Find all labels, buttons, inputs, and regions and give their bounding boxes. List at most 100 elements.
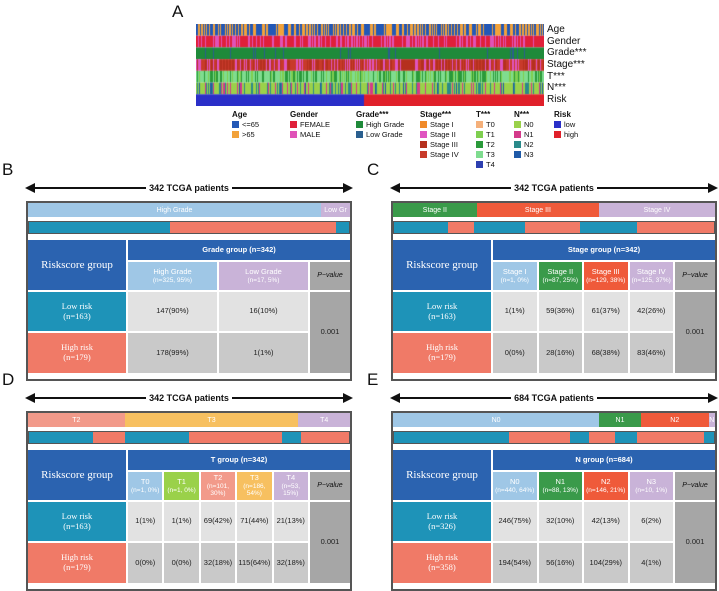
legend-item: FEMALE bbox=[290, 119, 348, 129]
span-title: 684 TCGA patients bbox=[390, 391, 718, 405]
high-risk-label: High risk(n=179) bbox=[28, 333, 126, 373]
legend-swatch bbox=[356, 130, 363, 138]
high-risk-cell: 68(38%) bbox=[584, 333, 628, 373]
legend-label: low bbox=[564, 119, 576, 129]
group-col-header: Stage I(n=1, 0%) bbox=[493, 262, 537, 290]
group-col-header: Stage IV(n=125, 37%) bbox=[629, 262, 673, 290]
high-risk-count: (n=358) bbox=[428, 562, 456, 572]
p-value: 0.001 bbox=[310, 292, 350, 373]
group-bar-segment: N1 bbox=[599, 413, 641, 427]
legend-item: N1 bbox=[514, 129, 546, 139]
group-name: Stage II bbox=[547, 266, 574, 276]
group-bar-segment: N0 bbox=[393, 413, 600, 427]
group-name: T4 bbox=[286, 473, 296, 483]
low-risk-label: Low risk(n=163) bbox=[28, 292, 126, 331]
legend-label: high bbox=[564, 129, 579, 139]
panel-a-letter: A bbox=[172, 2, 184, 21]
legend-item: Low Grade bbox=[356, 129, 412, 139]
legend-label: N0 bbox=[524, 119, 534, 129]
legend-item: <=65 bbox=[232, 119, 282, 129]
span-title: 342 TCGA patients bbox=[390, 181, 718, 195]
risk-bar-segment bbox=[448, 222, 474, 233]
group-count: (n=146, 21%) bbox=[586, 486, 626, 494]
risk-bar-segment bbox=[394, 222, 449, 233]
low-risk-cell: 32(10%) bbox=[538, 502, 582, 541]
low-risk-name: Low risk bbox=[426, 510, 458, 521]
risk-header: Riskscore group bbox=[393, 240, 491, 290]
risk-bar-segment bbox=[281, 432, 301, 443]
group-name: N2 bbox=[600, 476, 611, 486]
risk-bar-segment bbox=[509, 432, 570, 443]
risk-bar-segment bbox=[300, 432, 349, 443]
legend-swatch bbox=[514, 130, 521, 138]
group-name: T2 bbox=[213, 473, 223, 483]
legend-item: T3 bbox=[476, 149, 506, 159]
risk-header: Riskscore group bbox=[28, 450, 126, 500]
p-value: 0.001 bbox=[675, 292, 715, 373]
risk-bar-segment bbox=[189, 432, 282, 443]
legend-swatch bbox=[554, 120, 561, 128]
panel-frame bbox=[26, 201, 352, 381]
legend-item: low bbox=[554, 119, 584, 129]
legend-label: N3 bbox=[524, 149, 534, 159]
high-risk-cell: 0(0%) bbox=[128, 543, 163, 583]
group-bar-segment: T2 bbox=[28, 413, 125, 427]
risk-bar-segment bbox=[614, 432, 638, 443]
risk-bar-segment bbox=[394, 432, 510, 443]
legend-swatch bbox=[476, 140, 483, 148]
panel-letter: E bbox=[367, 370, 379, 389]
legend-item: Stage I bbox=[420, 119, 468, 129]
low-risk-count: (n=326) bbox=[428, 520, 456, 531]
risk-bar-segment bbox=[525, 222, 580, 233]
p-value-header: P−value bbox=[675, 472, 715, 500]
legend-item: Stage III bbox=[420, 139, 468, 149]
group-col-header: T1(n=1, 0%) bbox=[164, 472, 199, 500]
low-risk-label: Low risk(n=163) bbox=[393, 292, 491, 331]
span-title-text: 342 TCGA patients bbox=[511, 183, 597, 193]
low-risk-cell: 6(2%) bbox=[629, 502, 673, 541]
legend-swatch bbox=[554, 130, 561, 138]
risk-bar-segment bbox=[29, 432, 93, 443]
group-header: Grade group (n=342) bbox=[128, 240, 350, 260]
group-name: Stage I bbox=[502, 266, 527, 276]
low-risk-cell: 246(75%) bbox=[493, 502, 537, 541]
group-name: T1 bbox=[177, 476, 186, 486]
group-col-header: T0(n=1, 0%) bbox=[128, 472, 163, 500]
legend-swatch bbox=[476, 130, 483, 138]
risk-bar-segment bbox=[93, 432, 125, 443]
group-bar-segment: Low Gr bbox=[321, 203, 350, 217]
group-col-header: T3(n=186, 54%) bbox=[237, 472, 272, 500]
legend-swatch bbox=[476, 160, 483, 168]
row-label-risk: Risk bbox=[547, 94, 567, 106]
high-risk-cell: 0(0%) bbox=[493, 333, 537, 373]
legend-label: High Grade bbox=[366, 119, 405, 129]
group-count: (n=1, 0%) bbox=[500, 276, 529, 284]
group-name: T3 bbox=[249, 473, 259, 483]
legend-group-title: Age bbox=[232, 110, 248, 119]
risk-header: Riskscore group bbox=[28, 240, 126, 290]
group-col-header: T2(n=101, 30%) bbox=[200, 472, 236, 500]
high-risk-name: High risk bbox=[426, 552, 458, 563]
risk-bar bbox=[28, 221, 350, 234]
low-risk-cell: 16(10%) bbox=[219, 292, 308, 331]
legend-label: T1 bbox=[486, 129, 495, 139]
low-risk-cell: 71(44%) bbox=[237, 502, 272, 541]
group-count: (n=440, 64%) bbox=[495, 486, 535, 494]
legend-item: high bbox=[554, 129, 584, 139]
legend-group-title: N*** bbox=[514, 110, 530, 119]
row-label-gender: Gender bbox=[547, 35, 581, 47]
legend-group-title: Grade*** bbox=[356, 110, 389, 119]
risk-bar bbox=[393, 221, 715, 234]
legend-label: Stage IV bbox=[430, 149, 459, 159]
low-risk-count: (n=163) bbox=[428, 310, 456, 321]
group-count: (n=88, 13%) bbox=[542, 486, 579, 494]
legend-item: T1 bbox=[476, 129, 506, 139]
